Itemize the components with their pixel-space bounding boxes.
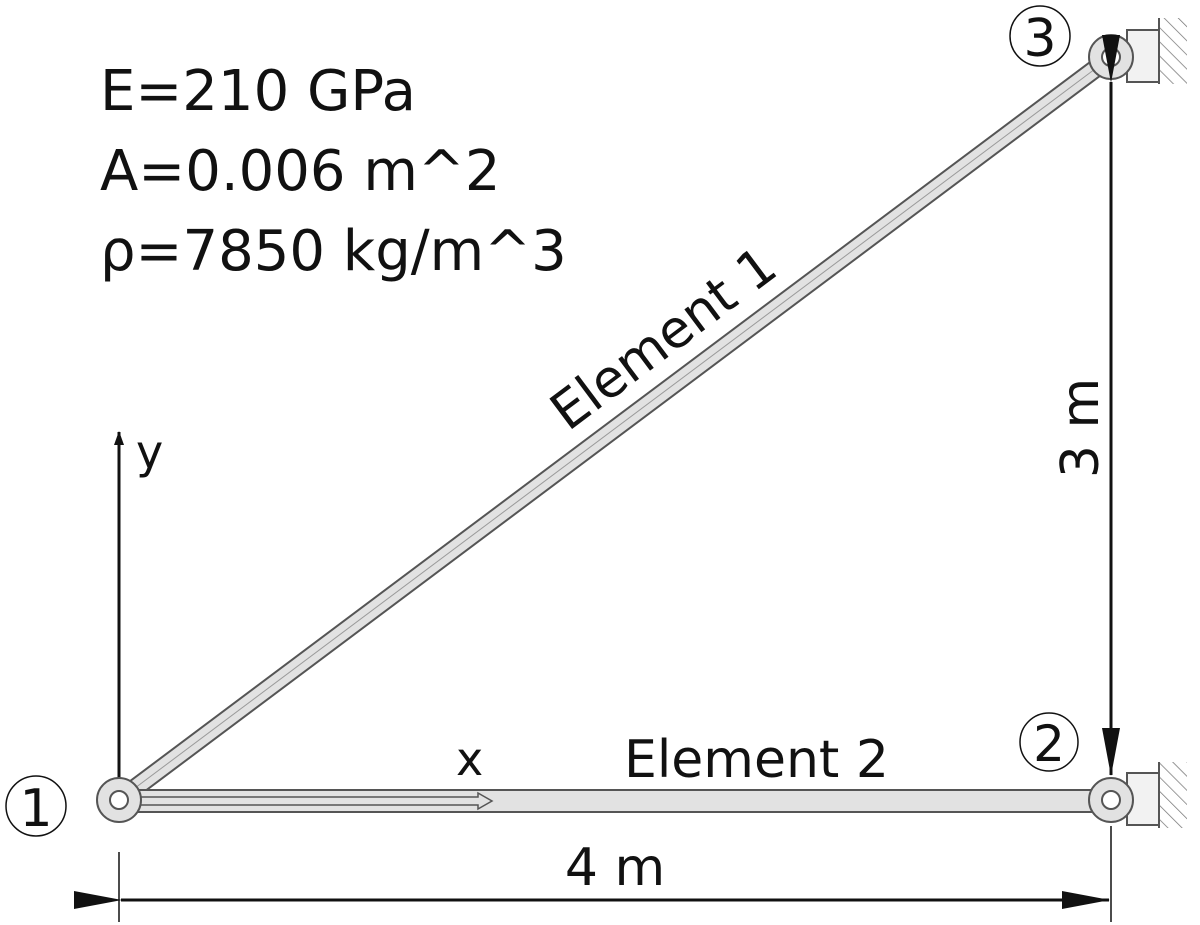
density-label: ρ=7850 kg/m^3 — [100, 219, 567, 284]
node-2-label-group: 2 — [1019, 712, 1079, 773]
element-2-label: Element 2 — [624, 730, 889, 790]
pin-joint-node-2 — [1088, 777, 1134, 823]
node-1-label: 1 — [19, 779, 52, 839]
horizontal-dimension-label: 4 m — [565, 838, 665, 898]
node-1-label-group: 1 — [5, 775, 67, 839]
element-2-bar — [118, 789, 1112, 813]
area-label: A=0.006 m^2 — [100, 139, 501, 204]
vertical-dimension-label: 3 m — [1051, 378, 1111, 478]
x-axis-label: x — [456, 732, 483, 786]
elastic-modulus-label: E=210 GPa — [100, 59, 416, 124]
pin-joint-node-3 — [1088, 34, 1134, 80]
material-properties: E=210 GPa A=0.006 m^2 ρ=7850 kg/m^3 — [100, 52, 567, 292]
y-axis-label: y — [136, 425, 163, 479]
node-3-label: 3 — [1023, 9, 1056, 69]
pin-joint-node-1 — [96, 777, 142, 823]
x-axis-arrow — [128, 791, 494, 811]
fixed-support-node-2 — [1126, 762, 1187, 828]
element-1-label: Element 1 — [540, 236, 788, 443]
node-3-label-group: 3 — [1009, 5, 1071, 69]
element-1-bar — [109, 47, 1121, 810]
fixed-support-node-3 — [1126, 18, 1187, 84]
node-2-label: 2 — [1033, 715, 1065, 773]
